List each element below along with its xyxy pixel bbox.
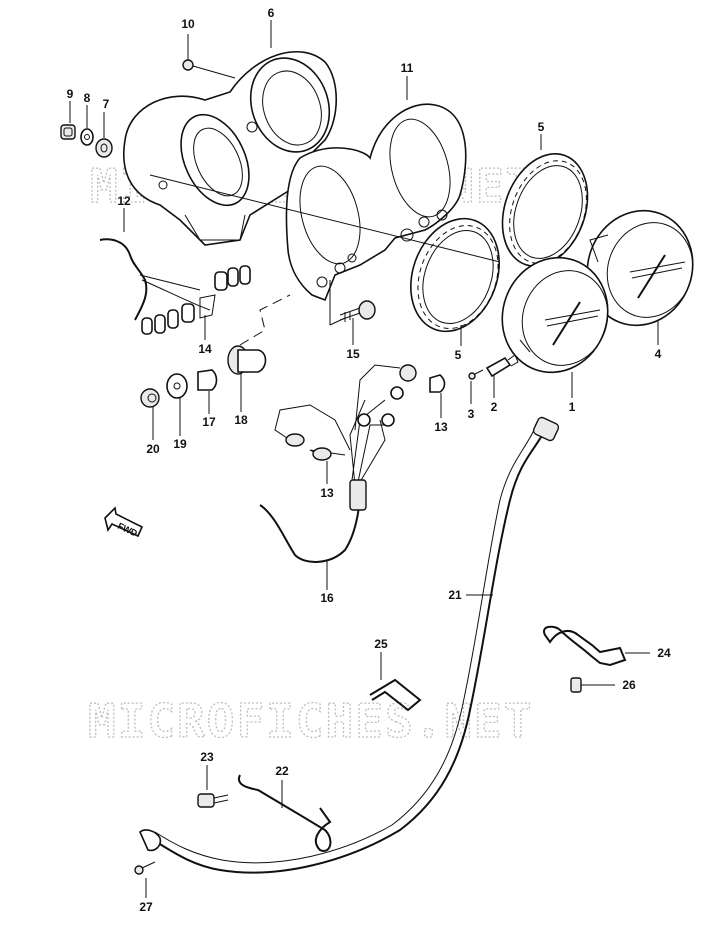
callout-24: 24 (657, 646, 671, 660)
callout-9: 9 (67, 87, 74, 101)
grommet (95, 138, 113, 158)
meter-panel (285, 103, 467, 302)
lamp-washer (166, 373, 188, 399)
callout-26: 26 (622, 678, 636, 692)
callout-11: 11 (401, 61, 414, 75)
cable-clamp (543, 625, 627, 667)
forward-direction-arrow: FWD (104, 506, 144, 539)
lamp-nut (140, 388, 160, 408)
callout-2: 2 (491, 400, 498, 414)
callout-25: 25 (374, 637, 388, 651)
callout-5-lower: 5 (455, 348, 462, 362)
main-wire-harness (259, 364, 417, 563)
nut (60, 124, 76, 140)
speedometer-gauge (501, 256, 609, 374)
case-screw (182, 59, 236, 79)
callout-1: 1 (569, 400, 576, 414)
assembly-axis-line (149, 174, 501, 263)
watermark-bottom: MICROFICHES.NET (88, 694, 533, 748)
callout-14: 14 (198, 342, 212, 356)
callout-22: 22 (275, 764, 289, 778)
leader-lines (69, 20, 659, 898)
callout-13-right: 13 (434, 420, 448, 434)
callout-4: 4 (655, 347, 662, 361)
callout-19: 19 (173, 437, 187, 451)
speedometer-cable (139, 416, 560, 874)
callout-12: 12 (117, 194, 131, 208)
cable-end-screw (134, 861, 156, 875)
gasket-ring-upper (501, 153, 589, 267)
wire-bulb (429, 374, 446, 393)
callout-5-upper: 5 (538, 120, 545, 134)
knob (485, 354, 519, 378)
callout-27: 27 (139, 900, 153, 914)
clamp-bolt (570, 677, 592, 693)
panel-bolt (329, 280, 376, 326)
lamp-bulb (197, 369, 218, 391)
callout-7: 7 (103, 97, 110, 111)
bulb-socket (227, 345, 267, 375)
callout-21: 21 (448, 588, 462, 602)
small-screw (468, 369, 484, 380)
callout-18: 18 (234, 413, 248, 427)
lamp-wire-harness (99, 238, 251, 335)
callout-6: 6 (268, 6, 275, 20)
callout-3: 3 (468, 407, 475, 421)
washer (80, 128, 94, 146)
callout-20: 20 (146, 442, 160, 456)
gasket-ring-lower (410, 217, 500, 333)
callout-8: 8 (84, 91, 91, 105)
callout-labels: 1 2 3 4 5 5 6 7 8 9 10 11 12 13 13 14 15… (67, 6, 671, 914)
callout-23: 23 (200, 750, 214, 764)
clip-bolt (197, 793, 229, 808)
cable-spring-clip (237, 774, 332, 852)
tachometer-gauge (586, 209, 694, 327)
callout-17: 17 (202, 415, 216, 429)
callout-13-left: 13 (320, 486, 334, 500)
callout-10: 10 (181, 17, 195, 31)
meter-case (123, 50, 338, 246)
callout-15: 15 (346, 347, 360, 361)
callout-16: 16 (320, 591, 334, 605)
cable-guide (369, 678, 422, 712)
